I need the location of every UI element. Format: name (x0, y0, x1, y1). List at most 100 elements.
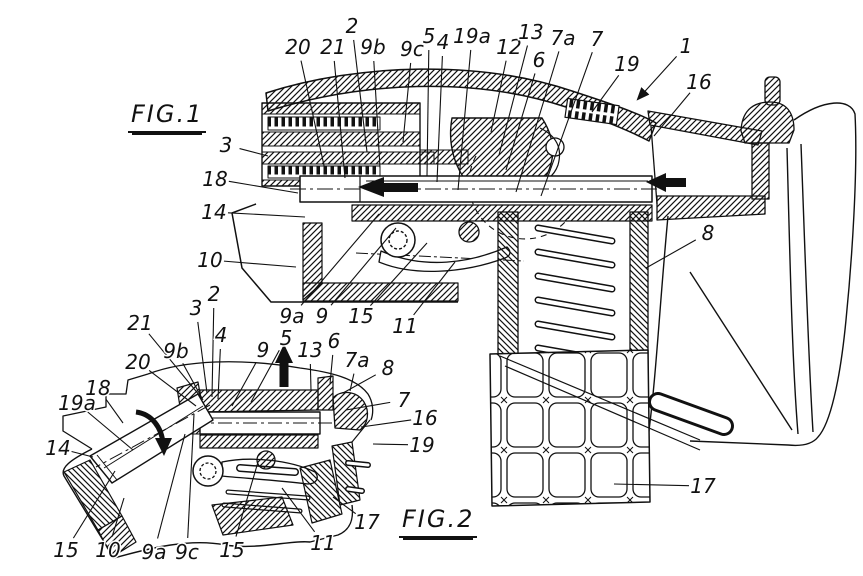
ref-label-fig1-4: 4 (437, 30, 450, 54)
leader-fig2-16 (360, 419, 412, 428)
leader-fig1-11 (413, 261, 456, 316)
ref-label-fig1-2: 2 (346, 14, 359, 38)
leader-fig2-13 (309, 363, 312, 391)
leader-fig2-20 (148, 370, 197, 407)
recoil-direction-arrow (358, 177, 418, 197)
ref-label-fig1-7a: 7a (551, 26, 576, 50)
ref-label-fig2-2: 2 (208, 282, 221, 306)
fig1-rear-frame (646, 76, 795, 221)
ref-label-fig1-19: 19 (614, 52, 639, 76)
hammer-pin (764, 76, 781, 106)
fig1-drawing (231, 68, 857, 507)
leader-fig1-5 (426, 49, 430, 177)
ref-label-fig2-8: 8 (382, 356, 395, 380)
ref-label-fig2-19a: 19a (58, 391, 96, 415)
leader-fig1-8 (645, 239, 697, 269)
ref-label-fig2-20: 20 (125, 350, 150, 374)
fig2-slide-outline (62, 361, 374, 450)
leader-fig2-19a (87, 411, 134, 451)
leader-fig1-19 (591, 74, 620, 113)
leader-fig1-7a (515, 51, 560, 193)
fig1-grip-checkering (489, 349, 701, 507)
leader-fig1-17 (613, 483, 690, 487)
ref-label-fig2-13: 13 (297, 338, 322, 362)
fig2-tilted-barrel (89, 393, 214, 484)
leader-fig1-13 (498, 45, 529, 156)
leader-fig2-19 (372, 443, 409, 446)
ref-label-fig1-8: 8 (702, 221, 715, 245)
leader-fig1-19a (457, 49, 472, 191)
leader-fig2-17 (332, 496, 357, 515)
ref-label-fig2-7a: 7a (345, 348, 370, 372)
fig2-title: FIG.2 (399, 505, 478, 538)
fig2-drawing (62, 344, 374, 559)
ref-label-fig2-9c: 9c (175, 540, 199, 564)
ref-label-fig1-17: 17 (690, 474, 716, 498)
leader-fig2-18 (105, 399, 124, 424)
leader-fig1-4 (436, 55, 443, 183)
leader-fig1-20 (300, 60, 326, 171)
ref-label-fig1-16: 16 (686, 70, 711, 94)
ref-label-fig1-1: 1 (680, 34, 693, 58)
ref-label-fig1-18: 18 (202, 167, 227, 191)
fig2-tilt-arrow (135, 409, 172, 456)
leader-fig1-9b (373, 60, 381, 169)
frame-direction-arrow (646, 173, 686, 192)
leader-fig2-21 (148, 333, 201, 397)
ref-label-fig2-9: 9 (257, 338, 270, 362)
leader-fig1-7 (540, 52, 593, 197)
leader-fig2-8 (342, 374, 377, 394)
ref-label-fig2-15: 15 (53, 538, 78, 562)
leader-fig1-21 (333, 60, 346, 179)
link-pin (458, 221, 480, 243)
ref-label-fig1-14: 14 (201, 200, 226, 224)
ref-label-fig2-17: 17 (354, 510, 380, 534)
leader-fig2-9a (157, 433, 186, 539)
ref-label-fig2-6: 6 (328, 329, 341, 353)
leader-fig2-7 (345, 401, 391, 411)
ref-label-fig1-9c: 9c (400, 37, 424, 61)
leader-fig2-7a (349, 373, 355, 392)
leader-fig2-4 (217, 348, 221, 400)
ref-label-fig1-20: 20 (285, 35, 310, 59)
ref-label-fig1-7: 7 (591, 27, 604, 51)
leader-fig1-18 (228, 180, 299, 194)
leader-fig2-14 (71, 450, 94, 458)
leader-fig1-9c (402, 62, 412, 143)
leader-fig2-15 (235, 461, 259, 537)
leader-fig1-15 (369, 242, 428, 306)
leader-fig2-9b (182, 362, 204, 401)
fig1-barrel (290, 175, 668, 203)
ref-label-fig2-21: 21 (127, 311, 152, 335)
ref-label-fig2-5: 5 (280, 326, 293, 350)
ref-label-fig2-10: 10 (95, 538, 120, 562)
ref-label-fig2-18: 18 (85, 376, 110, 400)
leader-fig2-2 (211, 307, 215, 398)
fig1-breech-block (261, 102, 469, 187)
cartridges (534, 224, 616, 365)
ref-label-fig2-7: 7 (398, 388, 411, 412)
ref-label-fig2-4: 4 (215, 323, 228, 347)
leader-fig1-12 (490, 60, 507, 133)
ref-label-fig1-12: 12 (496, 35, 521, 59)
leader-fig2-6 (329, 354, 334, 385)
ref-label-fig2-11: 11 (310, 531, 335, 555)
leader-fig2-15 (72, 470, 116, 539)
ref-label-fig2-14: 14 (45, 436, 70, 460)
ref-label-fig1-10: 10 (197, 248, 222, 272)
ref-label-fig1-6: 6 (533, 48, 546, 72)
fig1-magazine (497, 211, 649, 375)
leader-fig2-11 (281, 487, 316, 533)
leader-fig1-10 (223, 260, 297, 268)
ref-label-fig1-5: 5 (423, 24, 436, 48)
leader-fig2-9c (187, 413, 195, 539)
ref-label-fig1-15: 15 (348, 304, 373, 328)
leader-fig1-2 (353, 39, 368, 153)
ref-label-fig1-9: 9 (316, 304, 329, 328)
leader-fig1-16 (653, 92, 691, 137)
pivot-ring (192, 455, 224, 487)
